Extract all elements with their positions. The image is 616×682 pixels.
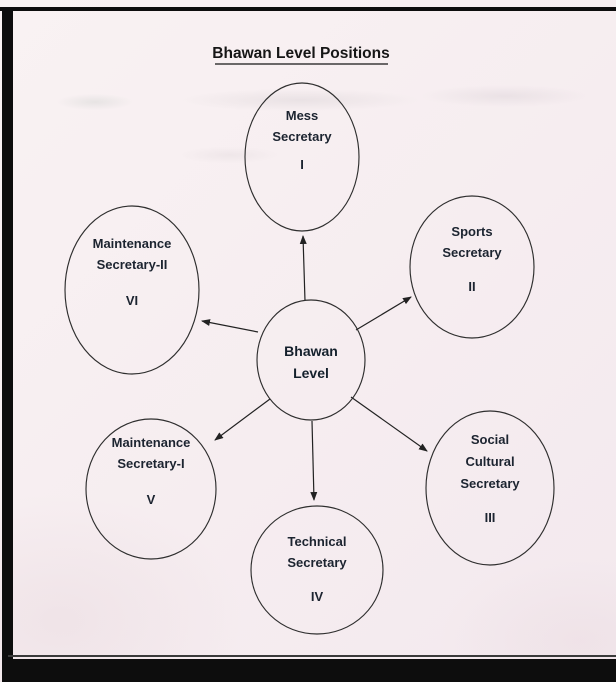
- social-cultural-secretary-label-line1: Social: [471, 432, 509, 447]
- mess-secretary-label-line2: Secretary: [272, 129, 332, 144]
- node-mess-secretary: Mess Secretary I: [244, 82, 360, 232]
- arrow-to-technical-secretary: [310, 420, 318, 501]
- technical-secretary-numeral: IV: [311, 589, 324, 604]
- mess-secretary-ellipse: [244, 82, 360, 232]
- sports-secretary-ellipse: [409, 195, 535, 339]
- node-sports-secretary: Sports Secretary II: [409, 195, 535, 339]
- arrow-to-maintenance-secretary-i: [214, 398, 271, 441]
- maintenance-secretary-ii-ellipse: [64, 205, 200, 375]
- maintenance-secretary-i-label-line1: Maintenance: [112, 435, 191, 450]
- arrow-to-mess-secretary: [299, 235, 307, 302]
- maintenance-secretary-ii-numeral: VI: [126, 293, 138, 308]
- sports-secretary-label-line1: Sports: [451, 224, 492, 239]
- scan-edge-bottom-thin: [8, 655, 616, 657]
- maintenance-secretary-ii-label-line1: Maintenance: [93, 236, 172, 251]
- technical-secretary-label-line1: Technical: [287, 534, 346, 549]
- center-node-label-line2: Level: [293, 365, 329, 381]
- maintenance-secretary-ii-label-line2: Secretary-II: [97, 257, 168, 272]
- scan-edge-left: [2, 7, 13, 682]
- social-cultural-secretary-label-line3: Secretary: [460, 476, 520, 491]
- arrow-to-social-cultural-secretary: [350, 396, 428, 452]
- node-technical-secretary: Technical Secretary IV: [250, 505, 384, 635]
- center-node-label-line1: Bhawan: [284, 343, 338, 359]
- maintenance-secretary-i-ellipse: [85, 418, 217, 560]
- mess-secretary-numeral: I: [300, 157, 304, 172]
- center-node-bhawan-level: Bhawan Level: [256, 299, 366, 421]
- node-social-cultural-secretary: Social Cultural Secretary III: [425, 410, 555, 566]
- technical-secretary-ellipse: [250, 505, 384, 635]
- maintenance-secretary-i-label-line2: Secretary-I: [117, 456, 184, 471]
- technical-secretary-label-line2: Secretary: [287, 555, 347, 570]
- social-cultural-secretary-numeral: III: [485, 510, 496, 525]
- sports-secretary-label-line2: Secretary: [442, 245, 502, 260]
- node-maintenance-secretary-i: Maintenance Secretary-I V: [85, 418, 217, 560]
- arrow-to-maintenance-secretary-ii: [201, 319, 259, 333]
- page-title: Bhawan Level Positions: [212, 45, 389, 62]
- arrow-to-sports-secretary: [355, 296, 412, 331]
- mess-secretary-label-line1: Mess: [286, 108, 319, 123]
- maintenance-secretary-i-numeral: V: [147, 492, 156, 507]
- scan-edge-top: [0, 7, 616, 11]
- social-cultural-secretary-ellipse: [425, 410, 555, 566]
- center-node-ellipse: [256, 299, 366, 421]
- node-maintenance-secretary-ii: Maintenance Secretary-II VI: [64, 205, 200, 375]
- scan-edge-bottom: [8, 659, 616, 682]
- sports-secretary-numeral: II: [468, 279, 475, 294]
- social-cultural-secretary-label-line2: Cultural: [465, 454, 514, 469]
- connector-arrows: [201, 235, 428, 501]
